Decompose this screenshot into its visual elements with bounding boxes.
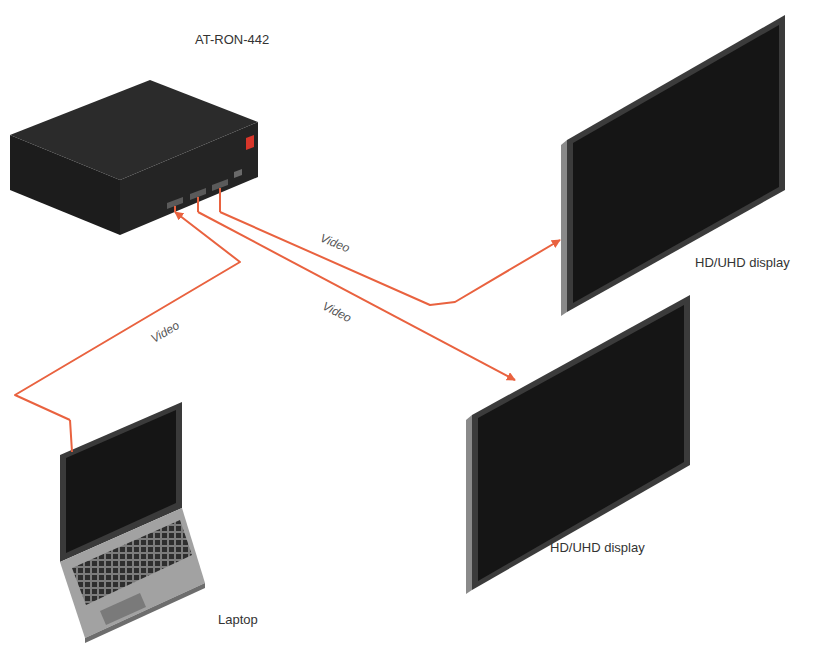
device-side — [10, 135, 120, 235]
device-front — [120, 122, 258, 235]
cable-stub — [219, 188, 221, 212]
power-socket — [246, 135, 254, 150]
signal-label: Video — [318, 298, 355, 326]
display-node: HD/UHD display — [465, 380, 700, 565]
video-cable — [198, 212, 515, 380]
display-edge — [561, 140, 567, 316]
laptop-node: Laptop — [30, 420, 270, 635]
device-label: Laptop — [218, 612, 258, 628]
laptop-illustration — [60, 402, 205, 643]
video-cable — [220, 212, 560, 305]
display-illustration — [561, 15, 785, 316]
display-node: HD/UHD display — [560, 10, 805, 295]
device-label: HD/UHD display — [550, 540, 645, 556]
cable-stub — [70, 420, 72, 452]
video-cable — [15, 212, 240, 420]
display-illustration — [466, 295, 690, 594]
display-screen — [478, 305, 684, 581]
device-label: HD/UHD display — [695, 255, 790, 271]
cable-stub — [197, 197, 199, 212]
device-label: AT-RON-442 — [195, 32, 269, 48]
display-edge — [466, 415, 472, 594]
usb-port — [234, 169, 242, 178]
cable-stub — [174, 206, 176, 212]
laptop-trackpad — [100, 593, 146, 625]
signal-label: Video — [316, 230, 353, 256]
display-bezel — [472, 295, 690, 590]
signal-label: Video — [147, 317, 184, 347]
laptop-keyboard — [72, 520, 192, 605]
device-node: AT-RON-442 — [8, 30, 273, 212]
